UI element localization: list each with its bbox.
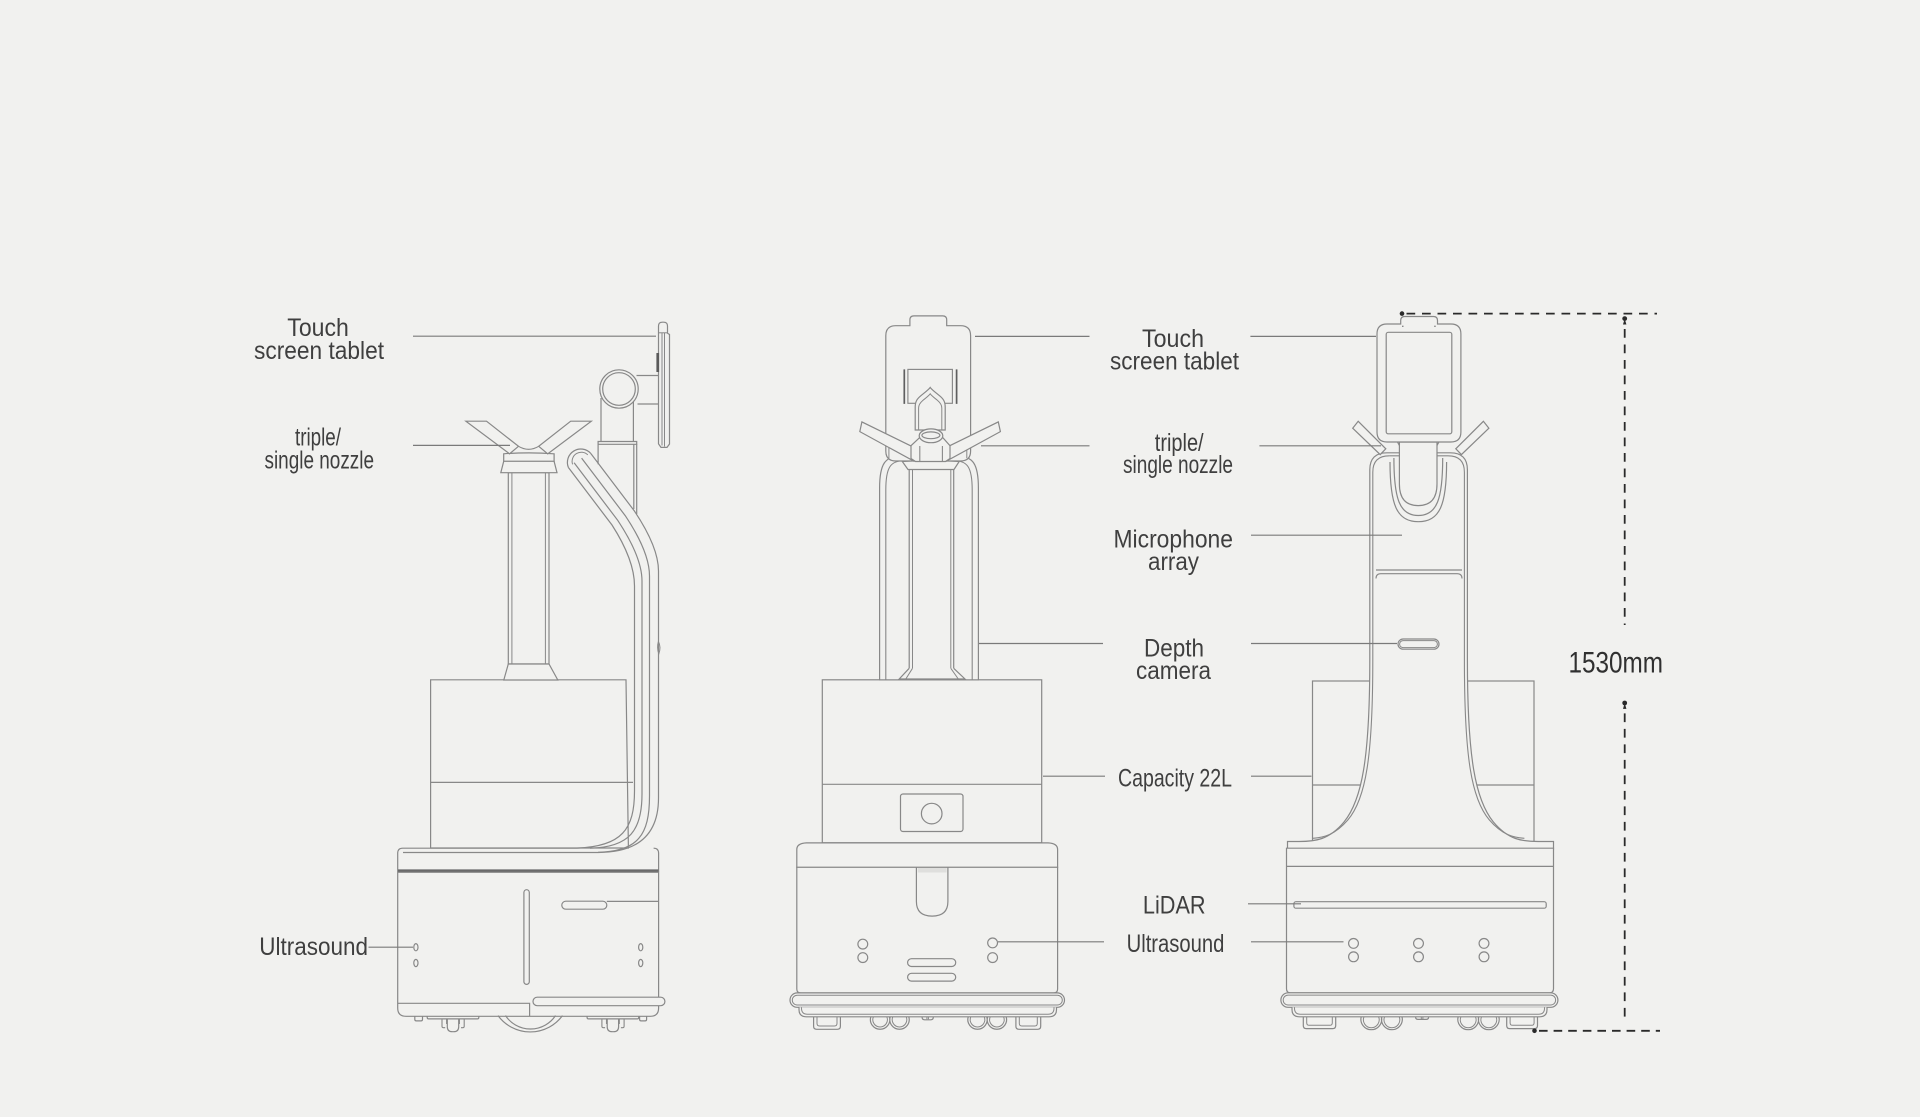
svg-text:Microphone: Microphone bbox=[1114, 525, 1234, 553]
svg-text:Depth: Depth bbox=[1144, 634, 1204, 662]
svg-text:screen tablet: screen tablet bbox=[254, 337, 384, 365]
svg-text:Ultrasound: Ultrasound bbox=[1127, 930, 1225, 958]
svg-text:triple/: triple/ bbox=[1155, 429, 1204, 457]
svg-text:camera: camera bbox=[1136, 657, 1211, 685]
svg-text:single nozzle: single nozzle bbox=[265, 447, 375, 475]
svg-text:single nozzle: single nozzle bbox=[1123, 451, 1233, 479]
svg-text:Ultrasound: Ultrasound bbox=[259, 933, 368, 961]
svg-text:1530mm: 1530mm bbox=[1569, 647, 1664, 680]
svg-text:array: array bbox=[1148, 548, 1199, 576]
svg-text:triple/: triple/ bbox=[295, 424, 341, 452]
svg-text:Touch: Touch bbox=[1142, 325, 1204, 353]
svg-text:Touch: Touch bbox=[287, 314, 349, 342]
svg-text:Capacity 22L: Capacity 22L bbox=[1118, 765, 1232, 793]
svg-text:screen tablet: screen tablet bbox=[1110, 348, 1239, 376]
svg-text:LiDAR: LiDAR bbox=[1143, 892, 1206, 920]
